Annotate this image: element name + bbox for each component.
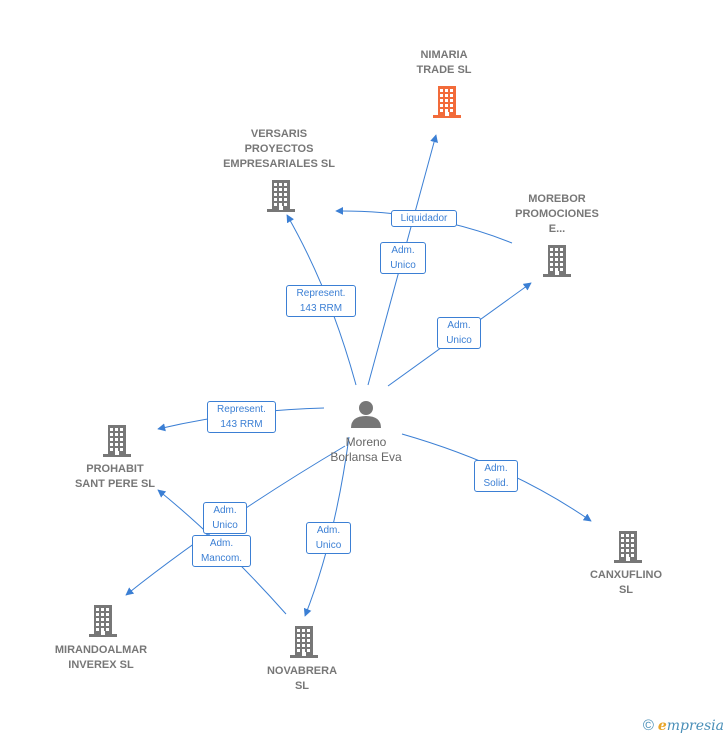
company-prohabit-label[interactable]: PROHABIT SANT PERE SL xyxy=(74,463,156,490)
relation-label-morebor-versaris: Liquidador xyxy=(391,210,457,227)
person-name[interactable]: Moreno Borlansa Eva xyxy=(330,435,402,464)
relation-label-nimaria: Adm. Unico xyxy=(380,242,426,274)
copyright-icon: © xyxy=(642,717,654,734)
person-icon[interactable] xyxy=(351,401,381,428)
building-icon-novabrera[interactable] xyxy=(288,625,320,664)
building-icon-mirandoalmar[interactable] xyxy=(87,604,119,643)
empresia-logo: empresia xyxy=(657,718,724,734)
company-morebor-label[interactable]: MOREBOR PROMOCIONES E... xyxy=(515,193,599,235)
company-novabrera-label[interactable]: NOVABRERA SL xyxy=(266,665,338,692)
building-icon-nimaria[interactable] xyxy=(431,85,463,124)
relation-label-versaris: Represent. 143 RRM xyxy=(286,285,356,317)
company-versaris-label[interactable]: VERSARIS PROYECTOS EMPRESARIALES SL xyxy=(223,128,335,170)
relation-label-mirandoalmar: Adm. Mancom. xyxy=(192,535,251,567)
relation-label-canxuflino: Adm. Solid. xyxy=(474,460,518,492)
relation-label-morebor: Adm. Unico xyxy=(437,317,481,349)
company-nimaria-label[interactable]: NIMARIA TRADE SL xyxy=(416,49,472,76)
company-canxuflino-label[interactable]: CANXUFLINO SL xyxy=(589,569,663,596)
building-icon-versaris[interactable] xyxy=(265,179,297,218)
building-icon-canxuflino[interactable] xyxy=(612,530,644,569)
relation-label-prohabit-2: Adm. Unico xyxy=(203,502,247,534)
company-mirandoalmar-label[interactable]: MIRANDOALMAR INVEREX SL xyxy=(54,644,148,671)
empresia-footer: © empresia xyxy=(643,717,724,734)
relation-label-novabrera: Adm. Unico xyxy=(306,522,351,554)
building-icon-morebor[interactable] xyxy=(541,244,573,283)
building-icon-prohabit[interactable] xyxy=(101,424,133,463)
relation-label-prohabit: Represent. 143 RRM xyxy=(207,401,276,433)
